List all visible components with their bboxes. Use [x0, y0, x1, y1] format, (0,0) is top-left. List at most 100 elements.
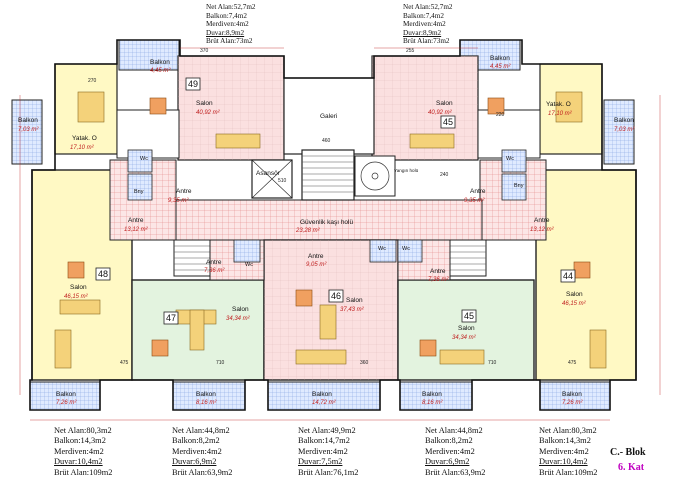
- stats-bottom-4: Net Alan:44,8m2 Balkon:8,2m2 Merdiven:4m…: [425, 426, 486, 478]
- label-guvenlik: Güvenlik kaşı holü: [300, 219, 353, 226]
- area-yatak-right: 17,10 m²: [548, 111, 573, 117]
- label-wc-45: Wc: [402, 246, 410, 252]
- unit-number-boxes: [95, 77, 576, 325]
- label-antre-46: Antre: [308, 253, 324, 260]
- unit-number-49: 49: [188, 79, 198, 89]
- dim-11: 270: [88, 78, 97, 84]
- label-antre-45-bottom: Antre: [430, 268, 446, 275]
- label-balkon-top-right: Balkon: [490, 55, 510, 62]
- stats-line: Merdiven:4m2: [172, 446, 222, 456]
- area-salon-46: 37,43 m²: [340, 307, 365, 313]
- wc-unit-46: [369, 239, 397, 263]
- stats-line: Merdiven:4m2: [206, 20, 249, 29]
- balcony-top-left: [118, 39, 180, 71]
- label-balkon-b1: Balkon: [56, 391, 76, 398]
- label-bny-right: Bny: [514, 183, 524, 189]
- area-balkon-left: 7,03 m²: [18, 127, 39, 133]
- antre-right: [479, 159, 547, 241]
- stats-line: Balkon:8,2m2: [425, 436, 473, 446]
- label-yatak-right: Yatak. O: [546, 101, 571, 108]
- dim-10: 220: [496, 112, 505, 118]
- label-salon-45-bottom: Salon: [458, 325, 475, 332]
- block-title: C.- Blok: [610, 447, 646, 458]
- staircase-main: [301, 149, 355, 201]
- area-balkon-b1: 7,26 m²: [56, 400, 77, 406]
- stats-line: Net Alan:52,7m2: [403, 3, 453, 11]
- stats-line: Brüt Alan:76,1m2: [298, 467, 359, 477]
- stats-line: Brüt Alan:109m2: [54, 467, 113, 477]
- stats-line: Net Alan:80,3m2: [54, 426, 112, 435]
- label-balkon-b5: Balkon: [562, 391, 582, 398]
- dim-5: 475: [120, 360, 129, 366]
- area-antre-49: 9,35 m²: [168, 198, 189, 204]
- label-antre-49: Antre: [176, 188, 192, 195]
- area-balkon-b4: 8,16 m²: [422, 400, 443, 406]
- dim-8: 475: [568, 360, 577, 366]
- security-hall: [175, 199, 483, 241]
- stats-line: Merdiven:4m2: [54, 446, 104, 456]
- label-antre-47: Antre: [206, 259, 222, 266]
- area-balkon-right: 7,03 m²: [614, 127, 635, 133]
- label-salon-47: Salon: [232, 306, 249, 313]
- staircase-steps: [302, 155, 354, 193]
- wc-left: [127, 149, 153, 173]
- area-antre-45: 9,35 m²: [464, 198, 485, 204]
- unit-number-46: 46: [331, 291, 341, 301]
- furniture: [54, 91, 607, 369]
- bath-left: [127, 173, 153, 201]
- stats-line: Balkon:14,3m2: [539, 436, 591, 446]
- outer-wall: [29, 39, 637, 411]
- stats-top-right: Net Alan:52,7m2 Balkon:7,4m2 Merdiven:4m…: [403, 3, 453, 46]
- area-balkon-b5: 7,26 m²: [562, 400, 583, 406]
- area-salon-45-top: 40,92 m²: [428, 110, 453, 116]
- area-balkon-b3: 14,72 m²: [312, 400, 337, 406]
- area-salon-44: 46,15 m²: [562, 301, 587, 307]
- label-bny-left: Bny: [134, 189, 144, 195]
- floor-title: 6. Kat: [618, 462, 645, 473]
- bath-right: [501, 173, 527, 201]
- unit-number-45-bottom: 45: [464, 311, 474, 321]
- stats-line: Duvar:10,4m2: [54, 457, 103, 467]
- dim-4: 240: [440, 172, 449, 178]
- stats-line: Duvar:8,9m2: [206, 28, 245, 37]
- stats-line: Balkon:8,2m2: [172, 436, 220, 446]
- stats-line: Balkon:7,4m2: [206, 11, 247, 20]
- area-balkon-top-left: 4,45 m²: [150, 68, 171, 74]
- label-salon-49: Salon: [196, 100, 213, 107]
- stats-line: Brüt Alan:63,9m2: [172, 467, 233, 477]
- dimension-lines: [19, 47, 661, 421]
- unit-number-45-top: 45: [443, 117, 453, 127]
- area-guvenlik: 23,28 m²: [295, 228, 321, 234]
- label-antre-right: Antre: [534, 217, 550, 224]
- label-salon-44: Salon: [566, 291, 583, 298]
- area-salon-45-bottom: 34,34 m²: [452, 335, 477, 341]
- dining-tables: [67, 97, 591, 357]
- stats-line: Balkon:14,3m2: [54, 436, 106, 446]
- label-balkon-top-left: Balkon: [150, 59, 170, 66]
- stats-line: Duvar:7,5m2: [298, 457, 343, 467]
- label-balkon-b3: Balkon: [312, 391, 332, 398]
- dim-12: 255: [406, 48, 415, 54]
- stats-line: Net Alan:44,8m2: [425, 426, 483, 435]
- stats-line: Net Alan:80,3m2: [539, 426, 597, 435]
- dim-2: 370: [200, 48, 209, 54]
- stats-line: Brüt Alan:73m2: [403, 37, 450, 46]
- label-salon-48: Salon: [70, 284, 87, 291]
- unit-number-44: 44: [563, 271, 573, 281]
- label-wc-47: Wc: [245, 262, 253, 268]
- stats-line: Duvar:6,9m2: [425, 457, 470, 467]
- dim-3: 510: [278, 178, 287, 184]
- label-balkon-b4: Balkon: [422, 391, 442, 398]
- stats-line: Brüt Alan:73m2: [206, 37, 253, 46]
- dim-6: 710: [216, 360, 225, 366]
- stats-line: Merdiven:4m2: [425, 446, 475, 456]
- stats-line: Balkon:7,4m2: [403, 11, 444, 20]
- label-balkon-b2: Balkon: [196, 391, 216, 398]
- stats-line: Brüt Alan:109m2: [539, 467, 598, 477]
- stats-bottom-5: Net Alan:80,3m2 Balkon:14,3m2 Merdiven:4…: [539, 426, 597, 478]
- label-wc-right: Wc: [506, 156, 514, 162]
- label-wc-left: Wc: [140, 156, 148, 162]
- label-wc-46: Wc: [378, 246, 386, 252]
